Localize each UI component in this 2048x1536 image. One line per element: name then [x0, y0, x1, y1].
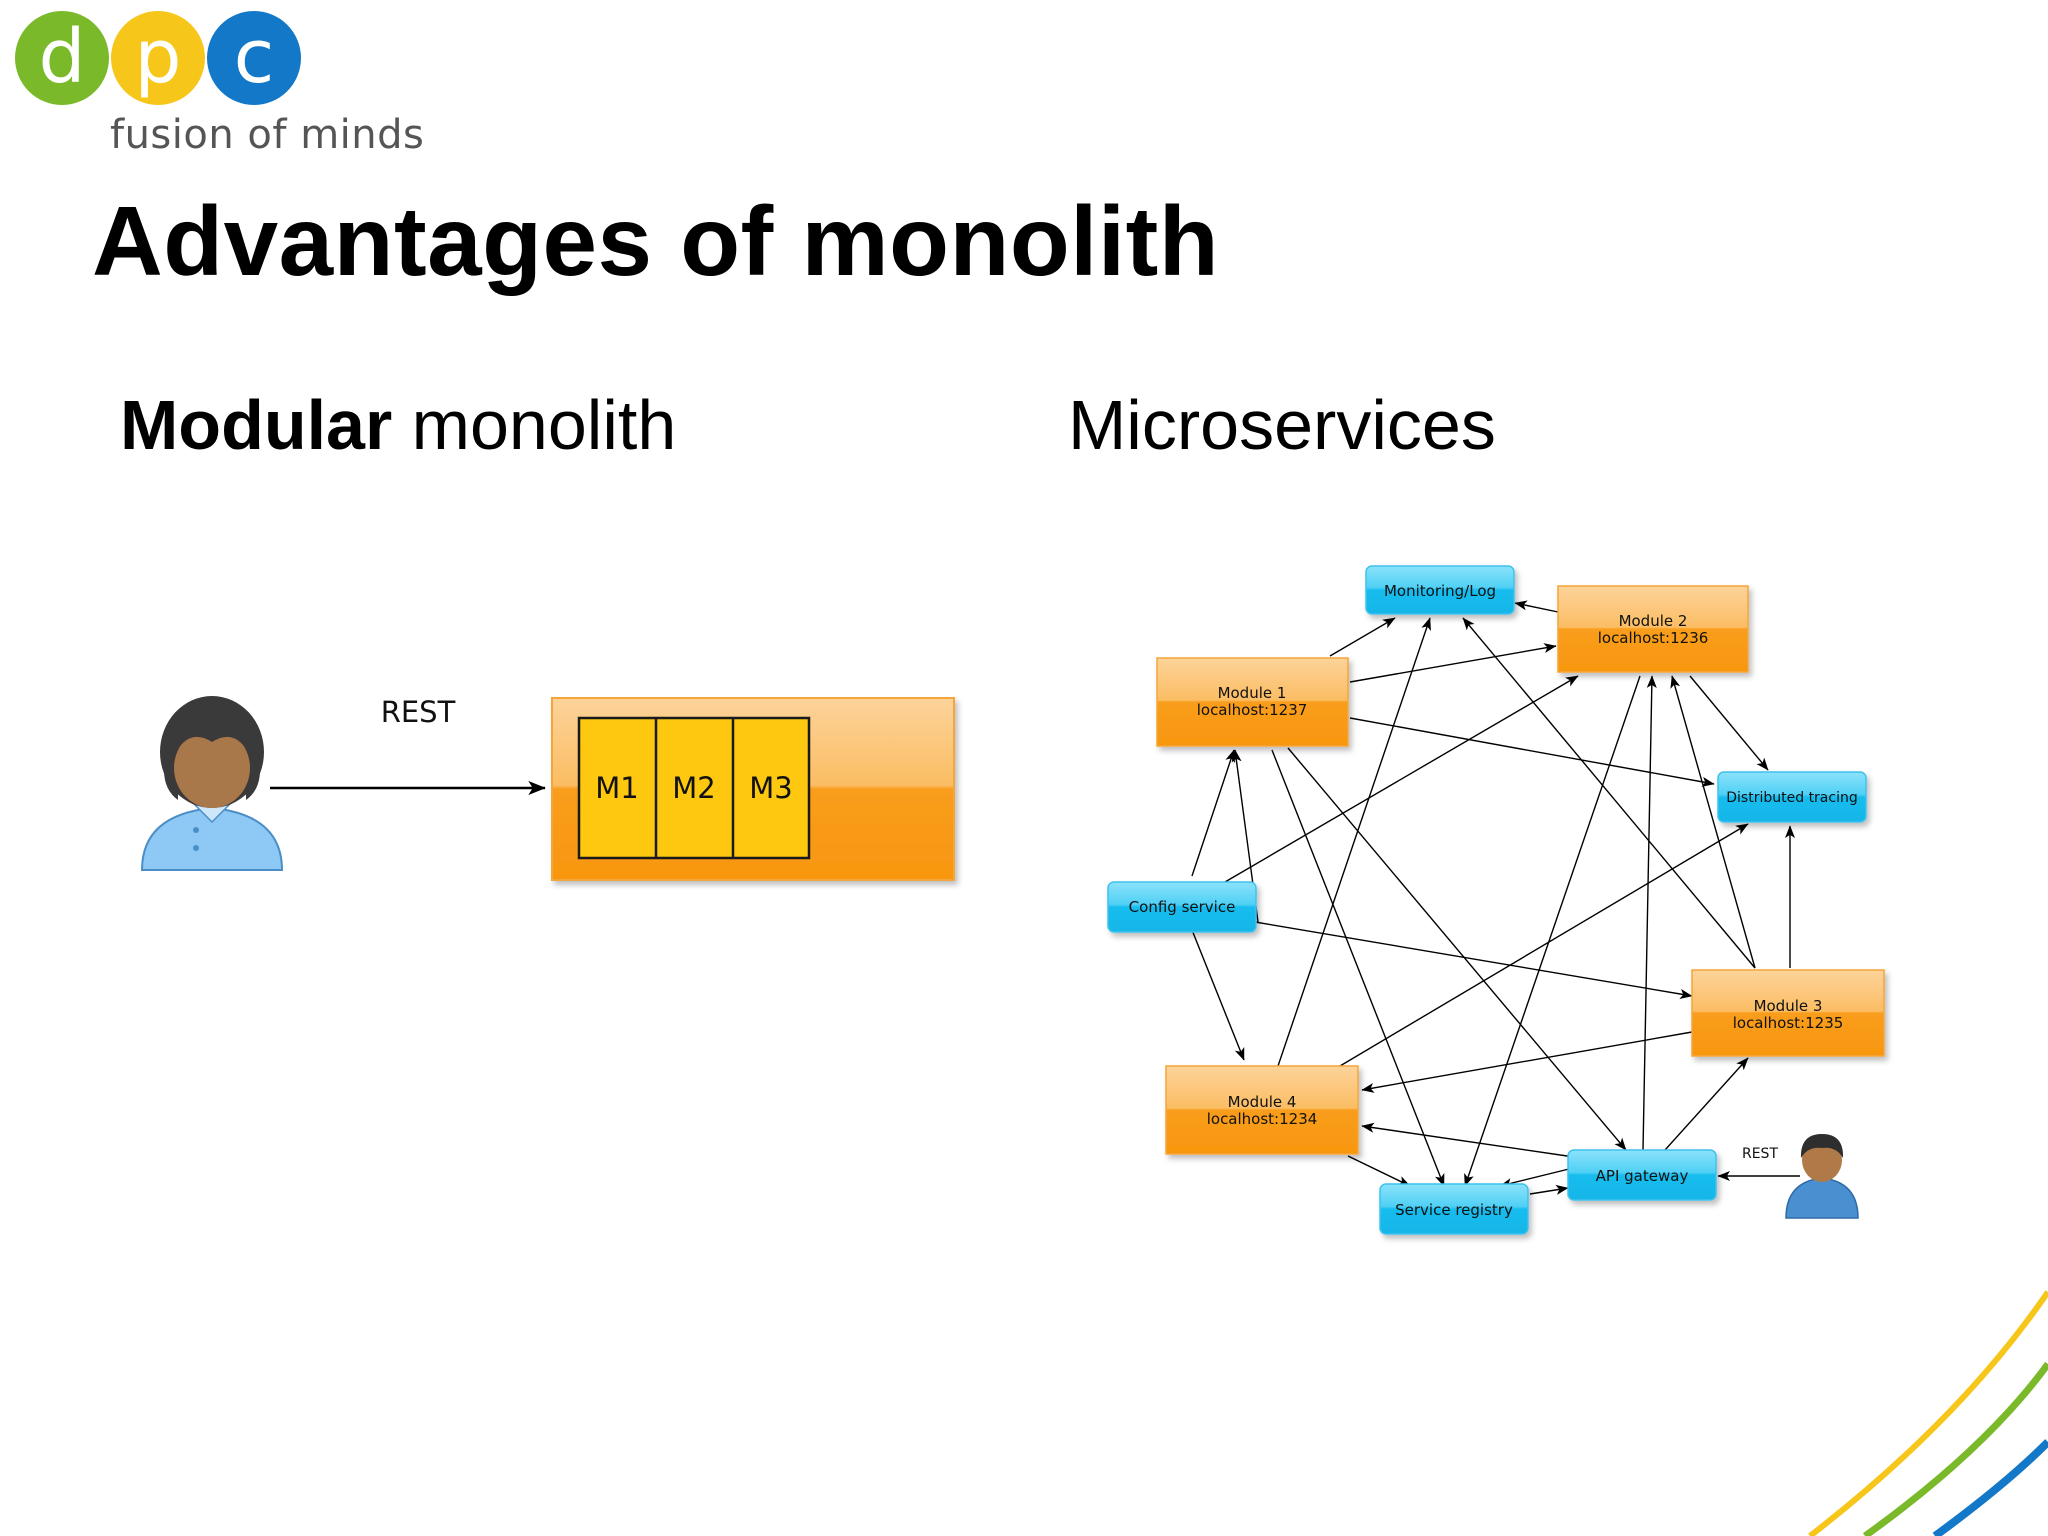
edge-m3-monitoring — [1462, 617, 1756, 969]
logo-tagline: fusion of minds — [110, 112, 425, 158]
node-module4-name: Module 4 — [1228, 1093, 1297, 1111]
user-avatar-right — [1785, 1134, 1859, 1219]
edge-gateway-registry — [1499, 1167, 1574, 1189]
edge-config-m1 — [1191, 749, 1235, 877]
edge-m1-tracing — [1349, 717, 1715, 787]
node-module1: Module 1 localhost:1237 — [1156, 657, 1349, 747]
edge-config-m2 — [1224, 675, 1579, 883]
node-gateway-label: API gateway — [1596, 1167, 1689, 1185]
edge-m4-tracing — [1339, 823, 1749, 1067]
node-config: Config service — [1107, 881, 1257, 933]
node-module1-name: Module 1 — [1218, 684, 1287, 702]
rest-label-right: REST — [1742, 1146, 1778, 1162]
node-tracing: Distributed tracing — [1717, 771, 1867, 823]
heading-rest-part: monolith — [392, 386, 677, 464]
user-avatar-left — [140, 696, 284, 871]
node-registry: Service registry — [1379, 1183, 1529, 1235]
node-module4-host: localhost:1234 — [1207, 1110, 1318, 1128]
swoosh-blue — [1932, 1439, 2048, 1536]
microservices-heading: Microservices — [1068, 386, 1496, 464]
edge-m4-registry — [1347, 1155, 1411, 1187]
heading-bold-part: Modular — [120, 386, 393, 464]
node-module1-host: localhost:1237 — [1197, 701, 1308, 719]
edge-gateway-m3 — [1664, 1057, 1749, 1151]
edge-m3-m4 — [1361, 1031, 1693, 1093]
node-module3: Module 3 localhost:1235 — [1691, 969, 1885, 1057]
edge-m2-monitoring — [1514, 600, 1559, 613]
edge-m1-registry — [1271, 749, 1445, 1187]
page-title: Advantages of monolith — [92, 186, 1220, 296]
dpc-logo: d p c — [15, 11, 301, 105]
rest-label-left: REST — [381, 695, 456, 729]
node-registry-label: Service registry — [1395, 1201, 1513, 1219]
swoosh-green — [1862, 1361, 2048, 1536]
edge-gateway-m4 — [1361, 1122, 1575, 1158]
edge-m1-monitoring — [1329, 617, 1396, 657]
node-module2-host: localhost:1236 — [1598, 629, 1709, 647]
monolith-box — [551, 697, 955, 881]
node-monitoring-label: Monitoring/Log — [1384, 582, 1496, 600]
edge-registry-gateway — [1529, 1184, 1569, 1195]
edge-gateway-m2 — [1642, 675, 1657, 1151]
logo-circle-blue — [207, 11, 301, 105]
edge-m2-registry — [1464, 675, 1641, 1187]
node-tracing-label: Distributed tracing — [1726, 790, 1857, 806]
logo-letter-d: d — [39, 14, 86, 100]
node-module3-host: localhost:1235 — [1733, 1014, 1844, 1032]
logo-letter-c: c — [234, 14, 275, 100]
node-module2: Module 2 localhost:1236 — [1557, 585, 1749, 673]
node-module2-name: Module 2 — [1619, 612, 1688, 630]
edge-config-m3 — [1254, 921, 1693, 999]
edge-m2-tracing — [1689, 675, 1769, 771]
node-module3-name: Module 3 — [1754, 997, 1823, 1015]
edge-m4-monitoring — [1277, 617, 1431, 1067]
modular-monolith-heading: Modular monolith — [120, 385, 676, 465]
logo-circle-green — [15, 11, 109, 105]
module-m3: M3 — [749, 771, 792, 805]
node-monitoring: Monitoring/Log — [1365, 565, 1515, 615]
node-gateway: API gateway — [1567, 1149, 1717, 1201]
logo-letter-p: p — [135, 14, 182, 100]
module-m2: M2 — [672, 771, 715, 805]
edge-m1-m2 — [1349, 643, 1557, 683]
module-m1: M1 — [595, 771, 638, 805]
edge-m3-m2 — [1670, 675, 1756, 969]
swoosh-yellow — [1808, 1290, 2048, 1536]
node-config-label: Config service — [1129, 898, 1236, 916]
edge-gateway-m1 — [1287, 747, 1627, 1151]
edge-config-m4 — [1191, 929, 1245, 1061]
node-module4: Module 4 localhost:1234 — [1165, 1065, 1359, 1155]
logo-circle-yellow — [111, 11, 205, 105]
